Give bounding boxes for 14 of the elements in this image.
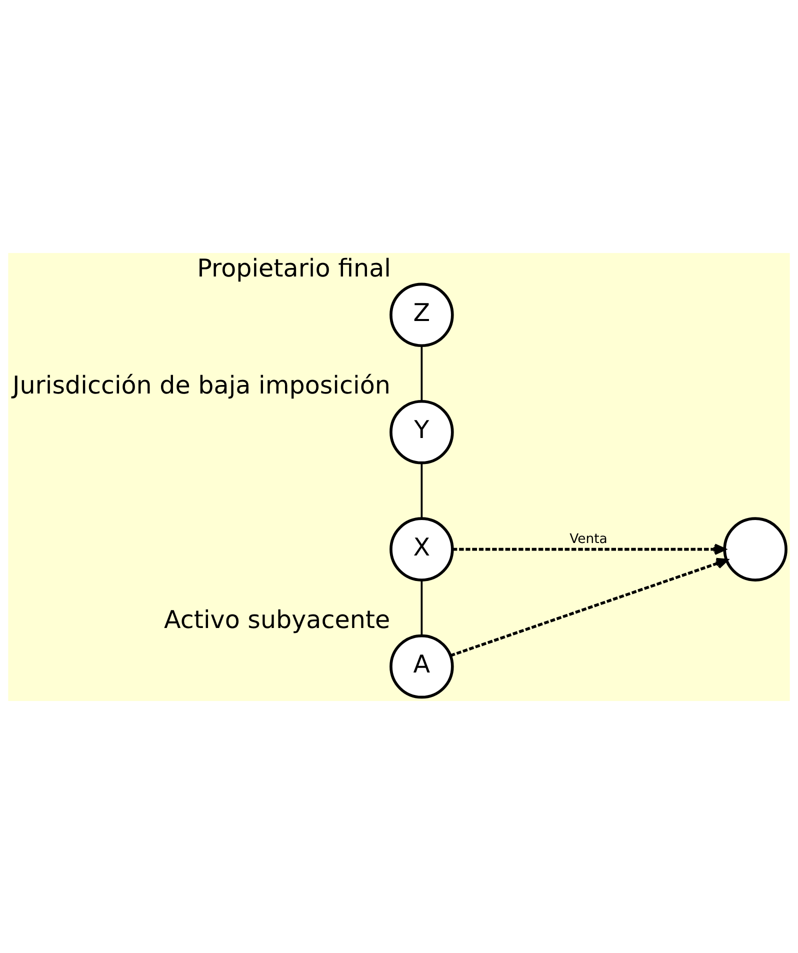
connector: [420, 462, 423, 518]
arrow: [450, 557, 728, 656]
node-label: Jurisdicción de baja imposición: [12, 370, 390, 400]
arrow: [452, 543, 726, 554]
node-circle: A: [390, 634, 454, 698]
node-circle: X: [390, 516, 454, 581]
node-circle: [723, 516, 788, 581]
edge-label: Venta: [570, 531, 608, 546]
connector: [420, 345, 423, 401]
node-circle: Z: [390, 282, 454, 347]
node-label: Activo subyacente: [164, 604, 390, 634]
connector: [420, 580, 423, 636]
node-label: Propietario final: [197, 252, 392, 282]
node-circle: Y: [390, 399, 454, 464]
